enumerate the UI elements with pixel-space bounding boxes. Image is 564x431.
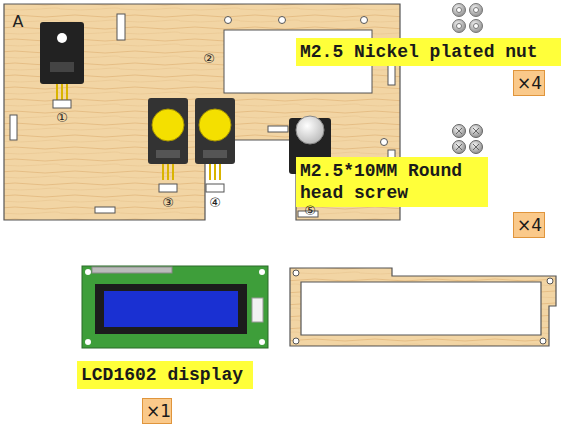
callout-number: ④ bbox=[209, 196, 221, 209]
part-name: M2.5*10MM Round head screw bbox=[296, 157, 488, 207]
callout-number: ③ bbox=[162, 196, 174, 209]
button-module bbox=[195, 98, 235, 192]
quantity: ×4 bbox=[517, 215, 542, 235]
callout-number: ① bbox=[56, 111, 68, 124]
part-name: LCD1602 display bbox=[77, 361, 253, 389]
quantity: ×4 bbox=[517, 73, 542, 93]
panel-letter: A bbox=[13, 14, 24, 30]
screw-icons bbox=[453, 125, 483, 154]
part-label: M2.5 Nickel plated nut bbox=[300, 42, 538, 62]
lcd-illustration bbox=[82, 266, 268, 348]
quantity: ×1 bbox=[146, 401, 171, 421]
button-module bbox=[148, 98, 188, 192]
part-label: M2.5*10MM Round head screw bbox=[300, 161, 462, 203]
callout-number: ⑤ bbox=[304, 204, 316, 217]
nut-icons bbox=[453, 4, 483, 33]
quantity-box: ×4 bbox=[513, 70, 545, 96]
callout-number: ② bbox=[203, 52, 215, 65]
wood-frame bbox=[290, 268, 556, 346]
part-name: M2.5 Nickel plated nut bbox=[296, 38, 561, 66]
quantity-box: ×1 bbox=[142, 398, 172, 424]
part-label: LCD1602 display bbox=[81, 365, 243, 385]
quantity-box: ×4 bbox=[513, 212, 545, 238]
sensor-module bbox=[40, 22, 84, 108]
